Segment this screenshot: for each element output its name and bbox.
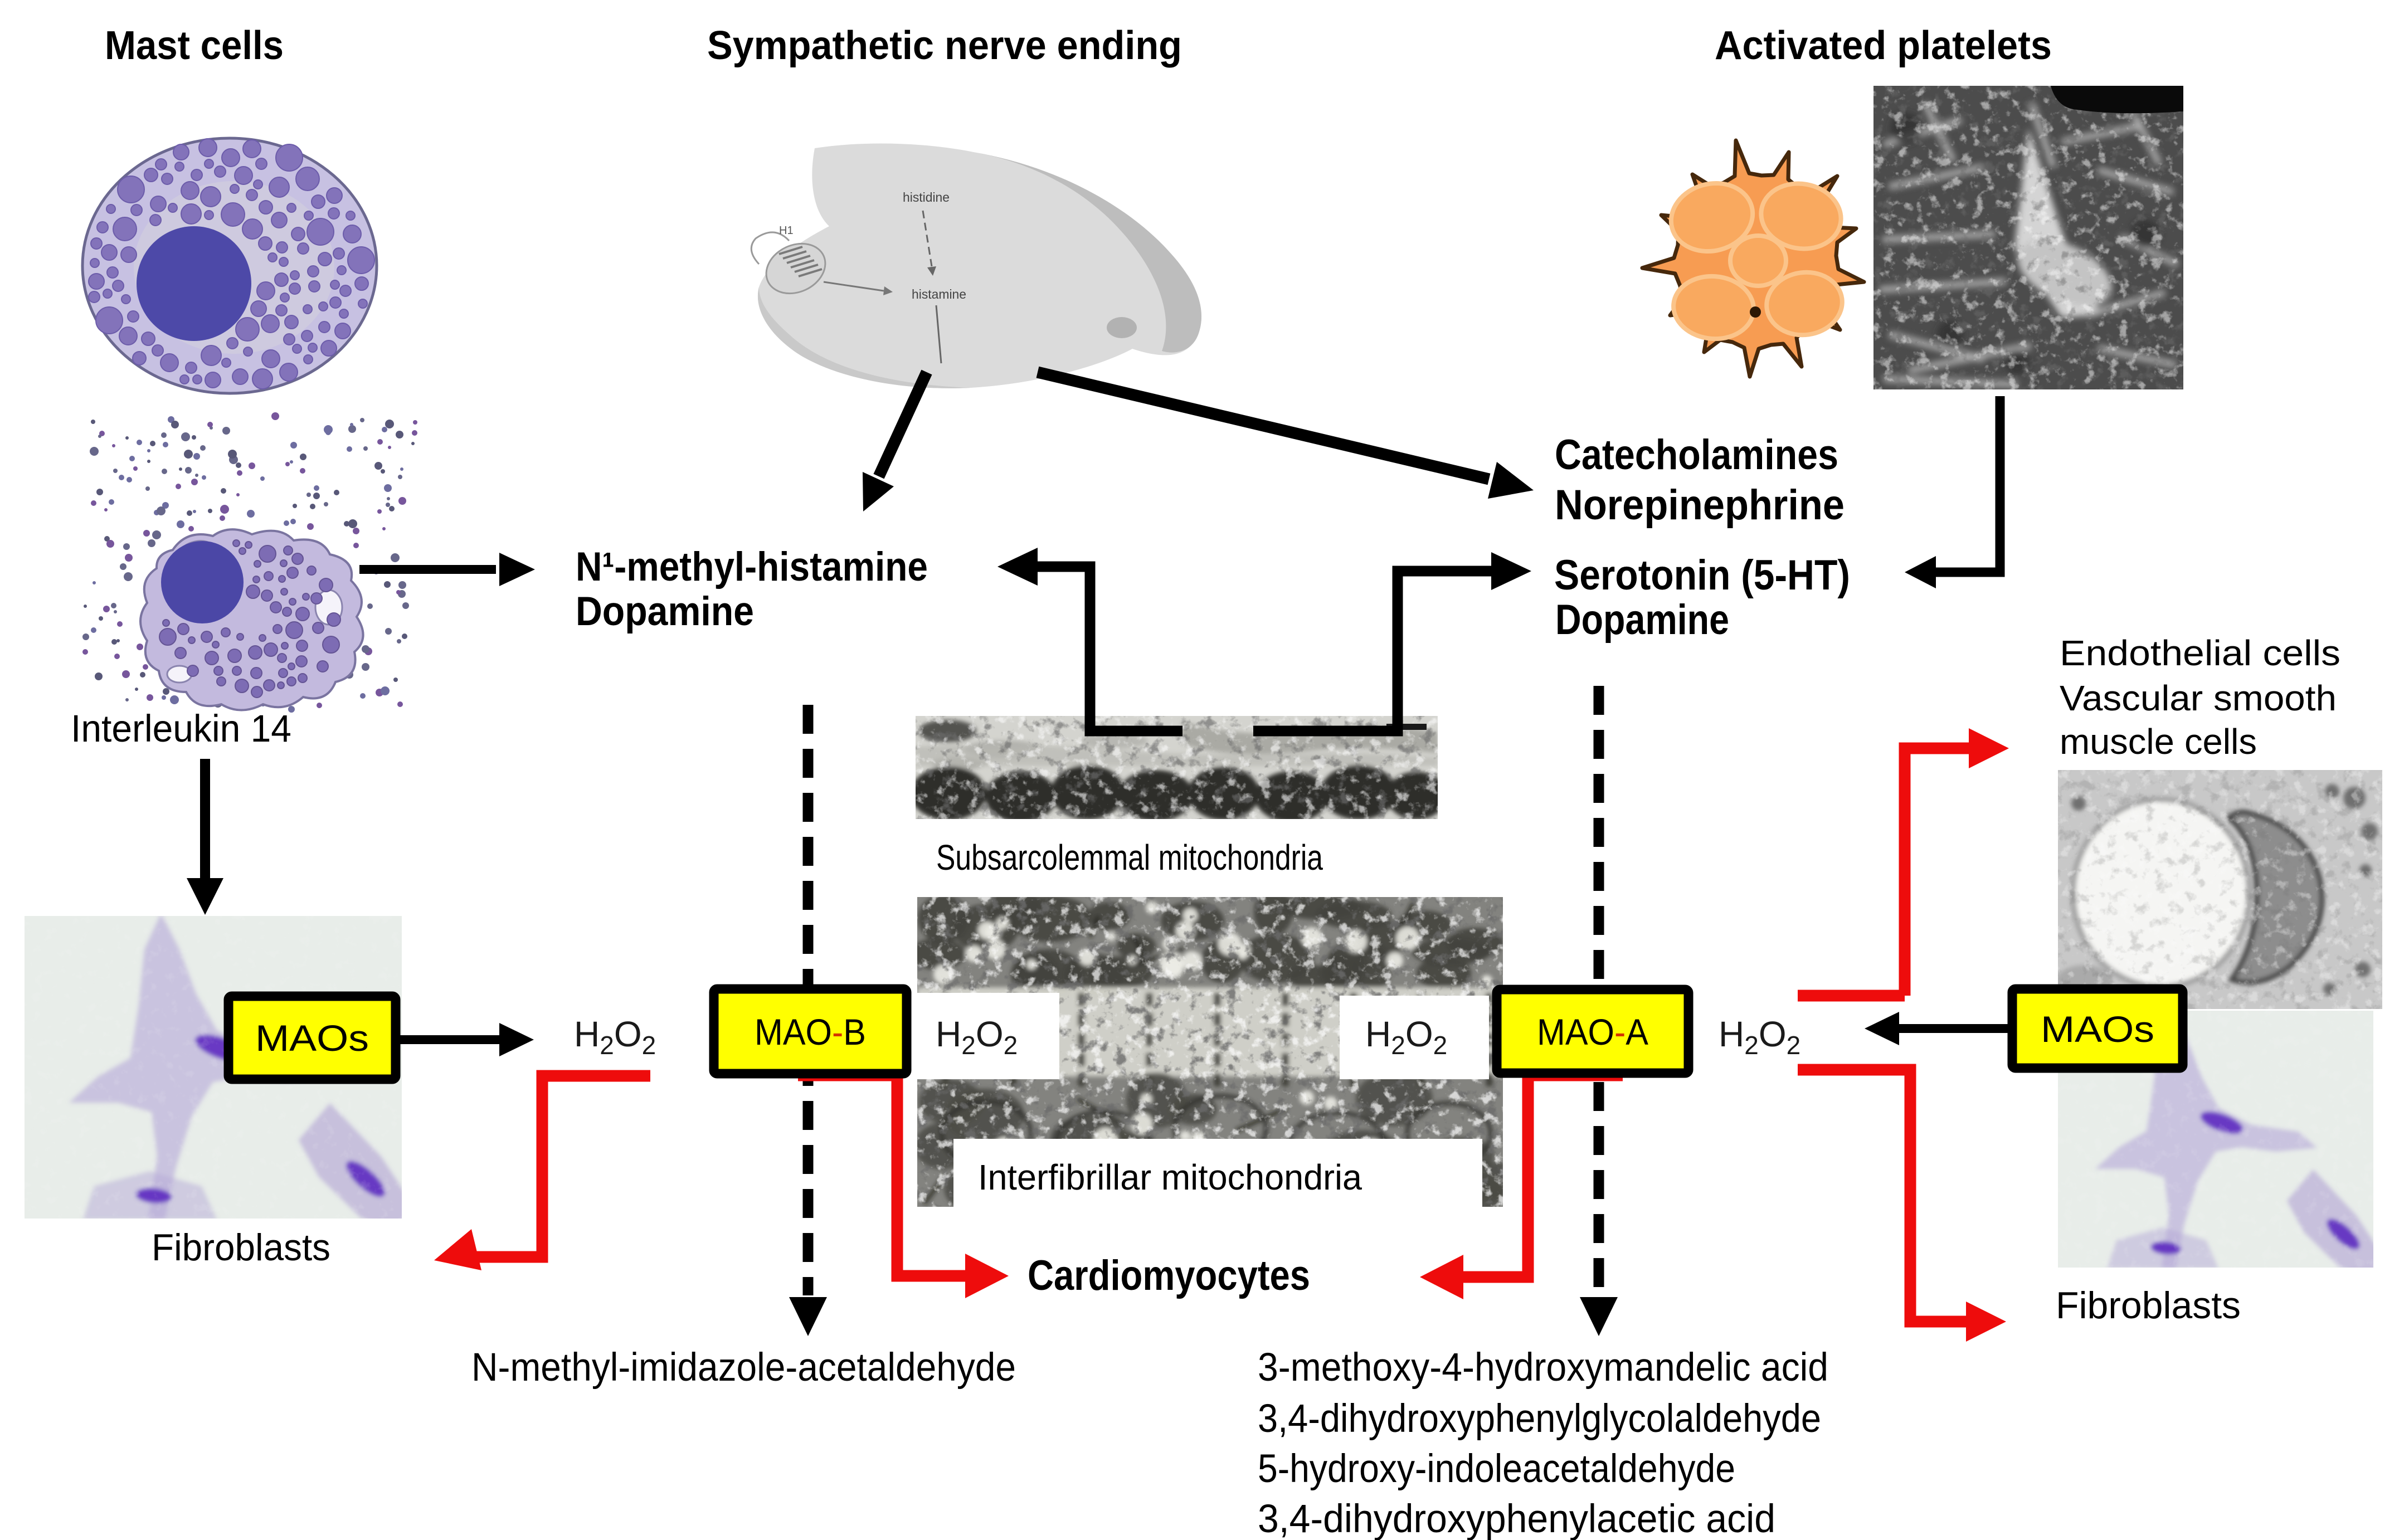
svg-text:H1: H1 <box>779 225 794 237</box>
svg-text:3-methoxy-4-hydroxymandelic a: 3-methoxy-4-hydroxymandelic acid <box>1258 1346 1828 1390</box>
svg-text:Norepinephrine: Norepinephrine <box>1555 481 1845 529</box>
svg-text:Catecholamines: Catecholamines <box>1555 431 1838 479</box>
svg-text:Cardiomyocytes: Cardiomyocytes <box>1028 1252 1310 1299</box>
svg-text:3,4-dihydroxyphenylglycolaldeh: 3,4-dihydroxyphenylglycolaldehyde <box>1258 1397 1821 1441</box>
svg-text:Sympathetic nerve ending: Sympathetic nerve ending <box>707 23 1182 68</box>
svg-text:3,4-dihydroxyphenylacetic aci: 3,4-dihydroxyphenylacetic acid <box>1258 1497 1775 1540</box>
svg-text:Vascular smooth: Vascular smooth <box>2060 678 2337 718</box>
svg-text:Interleukin 14: Interleukin 14 <box>71 707 291 750</box>
svg-text:N¹-methyl-histamine: N¹-methyl-histamine <box>576 544 928 589</box>
svg-text:N-methyl-imidazole-acetaldehyd: N-methyl-imidazole-acetaldehyde <box>471 1346 1016 1390</box>
svg-text:Subsarcolemmal mitochondria: Subsarcolemmal mitochondria <box>936 837 1323 878</box>
svg-text:5-hydroxy-indoleacetaldehyde: 5-hydroxy-indoleacetaldehyde <box>1258 1447 1735 1491</box>
svg-text:Serotonin (5-HT): Serotonin (5-HT) <box>1554 552 1850 599</box>
svg-text:Activated platelets: Activated platelets <box>1715 23 2052 68</box>
svg-text:H2O2: H2O2 <box>574 1014 656 1060</box>
svg-text:Fibroblasts: Fibroblasts <box>2056 1284 2241 1327</box>
svg-text:histamine: histamine <box>912 287 966 301</box>
svg-text:MAOs: MAOs <box>2041 1008 2154 1050</box>
svg-text:MAO-A: MAO-A <box>1537 1011 1648 1052</box>
svg-text:histidine: histidine <box>903 190 950 204</box>
svg-text:H2O2: H2O2 <box>936 1014 1018 1060</box>
svg-text:MAOs: MAOs <box>255 1017 369 1059</box>
svg-text:Fibroblasts: Fibroblasts <box>152 1226 330 1269</box>
svg-text:MAO-B: MAO-B <box>755 1011 866 1052</box>
svg-text:muscle cells: muscle cells <box>2060 722 2257 762</box>
svg-text:Endothelial cells: Endothelial cells <box>2060 633 2340 673</box>
svg-text:Dopamine: Dopamine <box>1555 596 1729 644</box>
svg-text:Dopamine: Dopamine <box>576 589 754 634</box>
svg-text:Mast cells: Mast cells <box>105 23 284 68</box>
svg-text:Interfibrillar mitochondria: Interfibrillar mitochondria <box>978 1157 1362 1197</box>
svg-text:H2O2: H2O2 <box>1719 1014 1800 1060</box>
